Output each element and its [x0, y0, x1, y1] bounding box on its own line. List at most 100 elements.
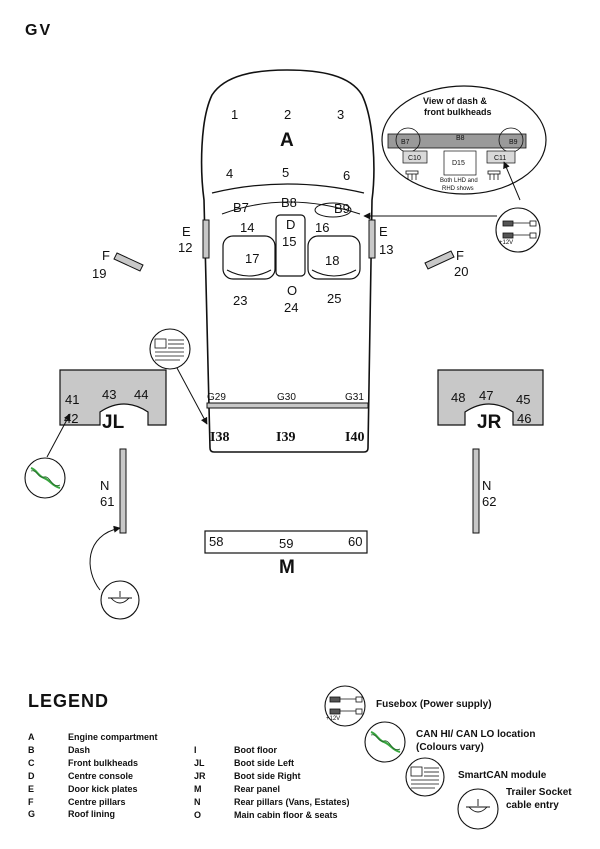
boot-side-right-panel	[437, 369, 544, 426]
dash-view-d15: D15	[452, 160, 465, 167]
legend-key: JL	[194, 757, 205, 768]
boot-right-46: 46	[517, 411, 531, 426]
legend-key: A	[28, 732, 35, 742]
rear-pillar-left-letter: N	[100, 478, 109, 493]
legend-label: Boot side Left	[234, 757, 294, 768]
boot-label-i38: I38	[210, 430, 229, 445]
legend-key: G	[28, 809, 36, 820]
legend-label: Engine compartment	[68, 732, 158, 742]
legend-label: Main cabin floor & seats	[234, 809, 338, 820]
fusebox-voltage: +12V	[499, 240, 513, 246]
kick-right-letter: E	[379, 224, 388, 239]
pillar-right-number: 20	[454, 264, 468, 279]
boot-left-41: 41	[65, 392, 79, 407]
rear-panel-60: 60	[348, 534, 362, 549]
boot-label-i40: I40	[345, 430, 364, 445]
kick-plate-left	[202, 219, 210, 259]
can-pointer	[46, 413, 71, 458]
dash-label-b8: B8	[281, 195, 297, 210]
smartcan-module-icon	[149, 328, 191, 370]
rear-pillar-right	[472, 448, 480, 534]
legend-row-a: A Engine compartment	[28, 731, 158, 744]
dash-view-c11: C11	[494, 155, 506, 162]
fusebox-wires	[502, 220, 537, 239]
can-wire	[30, 467, 61, 489]
legend-key: B	[28, 744, 35, 755]
dash-view-b8: B8	[456, 135, 465, 142]
legend-label: Dash	[68, 744, 91, 755]
console-letter: D	[286, 217, 295, 232]
boot-left-43: 43	[102, 387, 116, 402]
boot-label-i39: I39	[276, 430, 295, 445]
legend-fusebox-wires	[329, 696, 363, 715]
dash-line	[211, 183, 365, 194]
legend-title: LEGEND	[28, 691, 110, 711]
dash-view-c10: C10	[408, 155, 421, 162]
smartcan-pointer	[176, 367, 208, 425]
console-label-16: 16	[315, 220, 329, 235]
dash-view-title-2: front bulkheads	[424, 107, 492, 117]
engine-label-3: 3	[337, 107, 344, 122]
legend-key: O	[194, 809, 202, 820]
front-seat-left	[222, 235, 276, 280]
engine-label-2: 2	[284, 107, 291, 122]
cabin-letter: O	[287, 283, 297, 298]
legend-trailer-label-1: Trailer Socket	[506, 787, 572, 798]
front-seat-right-base	[311, 269, 357, 277]
legend-key: JR	[194, 770, 206, 781]
legend-smartcan-lines	[410, 766, 439, 789]
smartcan-module-lines	[154, 338, 184, 361]
legend-smartcan-icon	[405, 757, 445, 797]
legend-row-jl: JL Boot side Left	[194, 757, 350, 770]
boot-left-letters: JL	[102, 412, 125, 433]
rear-pillar-right-number: 62	[482, 494, 496, 509]
cabin-label-25: 25	[327, 291, 341, 306]
rear-panel-59: 59	[279, 536, 293, 551]
rear-pillar-right-letter: N	[482, 478, 491, 493]
legend-fusebox-icon	[324, 685, 366, 727]
legend-label: Centre console	[68, 770, 134, 781]
legend-row-jr: JR Boot side Right	[194, 770, 350, 783]
legend-label: Boot floor	[234, 745, 277, 755]
centre-pillar-left	[113, 252, 144, 272]
rear-panel-letter: M	[279, 557, 295, 578]
dash-line-lower	[221, 201, 361, 215]
legend-trailer-glyph	[466, 799, 490, 813]
legend-fusebox-label: Fusebox (Power supply)	[376, 699, 492, 710]
legend-key: D	[28, 770, 35, 781]
rear-panel	[204, 530, 368, 554]
dash-view-note-1: Both LHD and	[440, 178, 478, 184]
legend-label: Rear pillars (Vans, Estates)	[234, 796, 350, 807]
legend-label: Front bulkheads	[68, 757, 139, 768]
boot-right-48: 48	[451, 390, 465, 405]
legend-row-m: M Rear panel	[194, 783, 350, 796]
legend-column-2: I Boot floor JL Boot side Left JR Boot side…	[194, 744, 350, 821]
pillar-left-letter: F	[102, 248, 110, 263]
page-title: GV	[25, 22, 53, 39]
legend-key: E	[28, 783, 35, 794]
car-body-outline	[200, 69, 375, 453]
legend-key: I	[194, 745, 197, 755]
legend-label: Boot side Right	[234, 770, 301, 781]
boot-left-42: 42	[64, 411, 78, 426]
legend-label: Rear panel	[234, 783, 281, 794]
legend-row-o: O Main cabin floor & seats	[194, 809, 350, 822]
legend-can-label-2: (Colours vary)	[416, 742, 484, 753]
engine-letter: A	[280, 130, 294, 151]
dash-view-d15-box	[443, 150, 477, 176]
legend-key: C	[28, 757, 35, 768]
boot-right-47: 47	[479, 388, 493, 403]
console-label-14: 14	[240, 220, 254, 235]
roof-label-g30: G30	[277, 392, 296, 403]
dash-view-pointer	[503, 161, 521, 201]
console-label-17: 17	[245, 251, 259, 266]
legend-row-c: C Front bulkheads	[28, 757, 158, 770]
legend-key: M	[194, 783, 202, 794]
boot-right-letters: JR	[477, 412, 502, 433]
legend-trailer-label-2: cable entry	[506, 800, 559, 811]
boot-left-44: 44	[134, 387, 148, 402]
legend-can-wire-twist	[370, 734, 401, 751]
rear-pillar-left-number: 61	[100, 494, 114, 509]
